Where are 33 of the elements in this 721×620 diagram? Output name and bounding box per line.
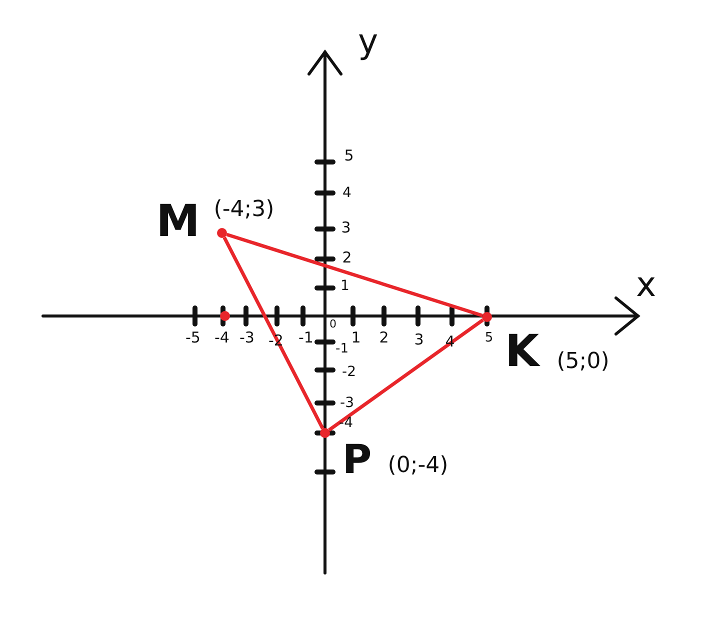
triangle-side [222,236,324,430]
point-coordinates: (5;0) [556,351,610,373]
triangle-side [328,318,484,432]
tick-label: 3 [341,220,351,236]
axis-label: x [636,268,656,302]
tick-label: -3 [340,396,354,410]
tick-label: -3 [240,330,254,346]
triangle-side [226,232,483,318]
point-name: K [504,330,540,374]
tick-label: 3 [414,332,424,348]
tick-label: 1 [351,330,361,346]
tick-label: 5 [484,332,494,344]
tick-label: 0 [330,318,336,330]
point-coordinates: (0;-4) [388,455,448,477]
point [217,228,227,238]
tick-label: -1 [298,330,314,346]
axis-label: y [358,25,378,59]
tick-label: 1 [340,279,350,293]
tick-label: -2 [342,365,356,379]
point [482,312,492,322]
point-name: M [156,200,200,244]
tick-label: 4 [445,334,455,350]
tick-label: 2 [342,250,352,266]
tick-label: 4 [342,186,352,200]
point [320,428,330,438]
tick-label: -4 [339,416,353,430]
point-name: P [342,440,372,480]
tick-label: 5 [344,148,354,164]
tick-label: -5 [186,330,200,346]
tick-label: -1 [336,342,348,356]
tick-label: -4 [214,330,230,346]
point-coordinates: (-4;3) [214,199,274,221]
tick-label: 2 [379,330,389,346]
